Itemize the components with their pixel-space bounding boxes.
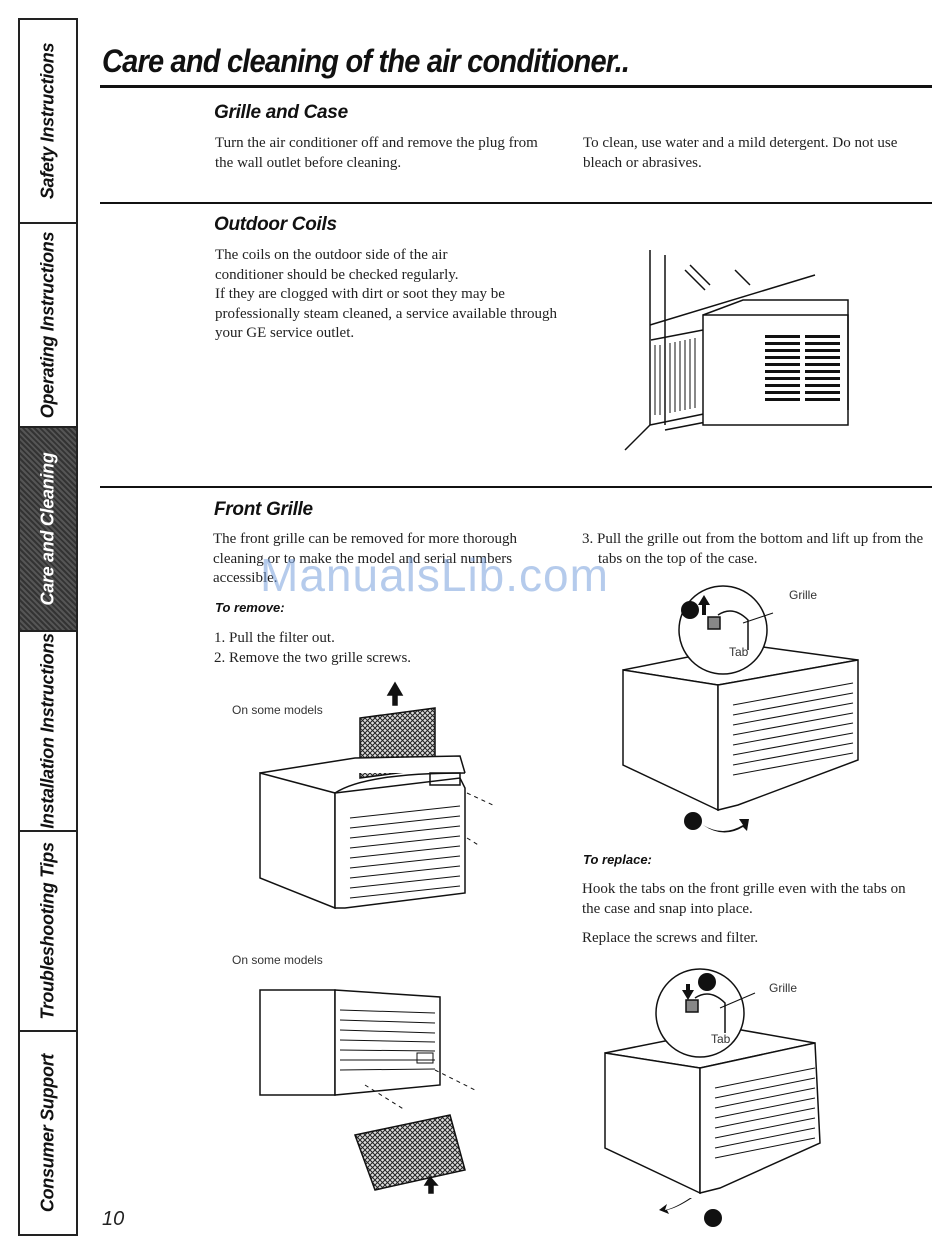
filter-removal-illustration [259, 681, 496, 910]
caption-on-some-models: On some models [232, 703, 323, 717]
outdoor-coils-heading: Outdoor Coils [214, 214, 337, 235]
filter-removal-illustration-alt [259, 989, 476, 1194]
tab-label: Troubleshooting Tips [37, 842, 58, 1020]
tab-consumer-support[interactable]: Consumer Support [20, 1032, 76, 1234]
label-grille: Grille [789, 588, 818, 602]
page-number: 10 [102, 1208, 125, 1230]
outdoor-coils-text-1: The coils on the outdoor side of the air… [215, 247, 459, 283]
tab-label: Consumer Support [37, 1053, 58, 1213]
grille-case-text-2: To clean, use water and a mild detergent… [583, 135, 898, 171]
label-tab: Tab [711, 1032, 731, 1046]
remove-step: 1. Pull the filter out. [214, 630, 335, 646]
watermark: ManualsLib.com [260, 549, 609, 601]
front-grille-heading: Front Grille [214, 499, 313, 520]
remove-step-3: 3. Pull the grille out from the bottom a… [582, 531, 924, 567]
tab-safety-instructions[interactable]: Safety Instructions [20, 20, 76, 224]
caption-on-some-models: On some models [232, 953, 323, 967]
tab-operating-instructions[interactable]: Operating Instructions [20, 224, 76, 428]
section-rule [100, 486, 932, 488]
label-tab: Tab [729, 645, 749, 659]
grille-lift-illustration [622, 585, 859, 833]
tab-label: Installation Instructions [37, 633, 58, 829]
page-title: Care and cleaning of the air conditioner… [102, 44, 630, 80]
outdoor-coils-illustration [624, 250, 849, 451]
title-rule [100, 85, 932, 88]
tab-care-and-cleaning[interactable]: Care and Cleaning [20, 428, 76, 632]
outdoor-coils-text-2: If they are clogged with dirt or soot th… [215, 286, 557, 341]
grille-case-text-1: Turn the air conditioner off and remove … [215, 135, 538, 171]
tab-installation-instructions[interactable]: Installation Instructions [20, 632, 76, 832]
replace-text-1: Hook the tabs on the front grille even w… [582, 881, 906, 917]
remove-steps: 1. Pull the filter out. 2. Remove the tw… [214, 628, 411, 668]
section-tabs: Safety Instructions Operating Instructio… [18, 18, 78, 1236]
section-rule [100, 202, 932, 204]
remove-step: 2. Remove the two grille screws. [214, 650, 412, 666]
tab-label: Care and Cleaning [37, 452, 58, 606]
tab-troubleshooting-tips[interactable]: Troubleshooting Tips [20, 832, 76, 1032]
to-replace-heading: To replace: [583, 852, 652, 867]
tab-label: Safety Instructions [37, 42, 58, 200]
to-remove-heading: To remove: [215, 600, 285, 615]
replace-text-2: Replace the screws and filter. [582, 930, 759, 946]
tab-label: Operating Instructions [37, 231, 58, 419]
grille-replace-illustration [604, 968, 821, 1227]
label-grille: Grille [769, 981, 798, 995]
front-grille-intro: The front grille can be removed for more… [213, 531, 518, 586]
grille-case-heading: Grille and Case [214, 102, 348, 123]
